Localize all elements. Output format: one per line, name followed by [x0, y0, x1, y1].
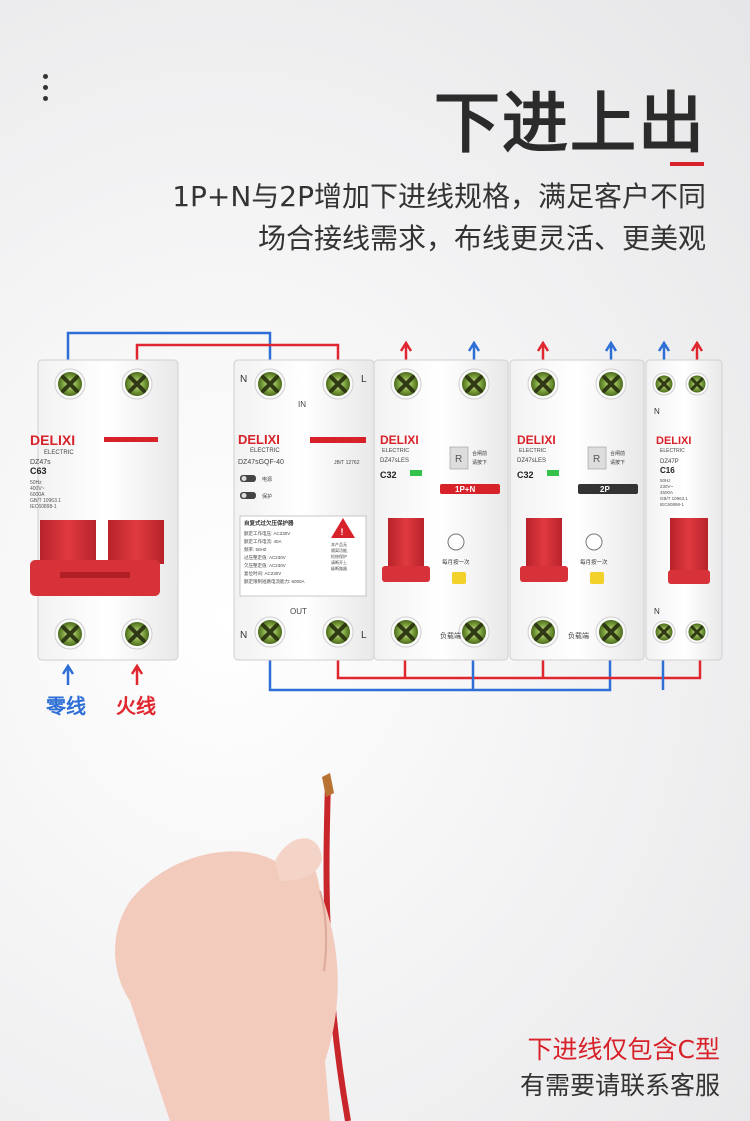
svg-text:频率: 50HZ: 频率: 50HZ — [244, 546, 267, 553]
svg-text:请断开上: 请断开上 — [331, 559, 347, 565]
svg-text:DZ47sGQF-40: DZ47sGQF-40 — [238, 459, 284, 466]
svg-text:负载端: 负载端 — [440, 631, 461, 640]
wire-red-bottom — [336, 648, 702, 680]
svg-text:级断路器: 级断路器 — [331, 565, 347, 571]
svg-text:DZ47P: DZ47P — [660, 459, 679, 465]
svg-text:C63: C63 — [30, 466, 47, 476]
svg-text:ELECTRIC: ELECTRIC — [250, 448, 280, 454]
breaker-dz47sles-1p-n: DELIXI ELECTRIC R 合闸前 请按下 DZ47sLES C32 1… — [373, 359, 509, 661]
svg-text:ELECTRIC: ELECTRIC — [44, 450, 74, 456]
svg-text:额定限制短路电流能力: 6000A: 额定限制短路电流能力: 6000A — [244, 578, 305, 585]
svg-text:50Hz: 50Hz — [30, 480, 42, 486]
svg-text:DZ47sLES: DZ47sLES — [517, 458, 546, 464]
description: 1P+N与2P增加下进线规格，满足客户不同 场合接线需求，布线更灵活、更美观 — [172, 176, 706, 260]
svg-text:请按下: 请按下 — [472, 459, 487, 466]
note-line-2: 有需要请联系客服 — [519, 1071, 720, 1100]
live-wire-label: 火线 — [116, 694, 156, 718]
svg-text:DZ47s: DZ47s — [30, 459, 51, 466]
svg-text:50Hz: 50Hz — [660, 478, 671, 483]
svg-text:GB/T 10963.1: GB/T 10963.1 — [30, 498, 61, 504]
breaker-dz47sles-2p: DELIXI ELECTRIC R 合闸前 请按下 DZ47sLES C32 2… — [509, 359, 645, 661]
description-line-2: 场合接线需求，布线更灵活、更美观 — [257, 222, 706, 255]
svg-text:2P: 2P — [600, 485, 610, 494]
hand-holding-wire-photo — [115, 773, 351, 1121]
svg-text:ELECTRIC: ELECTRIC — [660, 448, 685, 454]
svg-text:IN: IN — [298, 400, 306, 409]
neutral-wire-label: 零线 — [46, 694, 86, 718]
svg-text:230V~: 230V~ — [660, 484, 674, 489]
svg-text:合闸前: 合闸前 — [610, 450, 625, 457]
page-title: 下进上出 — [434, 85, 706, 162]
svg-text:N: N — [654, 607, 660, 616]
svg-text:DZ47sLES: DZ47sLES — [380, 458, 409, 464]
svg-text:400V~: 400V~ — [30, 486, 45, 492]
svg-text:保护: 保护 — [262, 493, 272, 500]
svg-text:GB/T 10963.1: GB/T 10963.1 — [660, 496, 688, 501]
svg-text:DELIXI: DELIXI — [238, 432, 280, 447]
svg-text:复位时间: AC230V: 复位时间: AC230V — [244, 570, 281, 577]
note-line-1: 下进线仅包含C型 — [527, 1035, 720, 1064]
svg-text:请按下: 请按下 — [610, 459, 625, 466]
svg-text:DELIXI: DELIXI — [656, 435, 691, 447]
svg-text:N: N — [240, 630, 247, 641]
svg-text:每月按一次: 每月按一次 — [442, 558, 470, 566]
svg-text:每月按一次: 每月按一次 — [580, 558, 608, 566]
svg-text:L: L — [361, 630, 367, 641]
svg-text:隔离功能,: 隔离功能, — [331, 547, 348, 553]
svg-text:!: ! — [341, 527, 344, 537]
svg-text:L: L — [361, 374, 367, 385]
svg-text:ELECTRIC: ELECTRIC — [382, 448, 409, 454]
svg-text:C16: C16 — [660, 466, 675, 475]
wire-red-top — [135, 343, 340, 368]
svg-text:JB/T 12762: JB/T 12762 — [334, 460, 360, 466]
wire-blue-top — [66, 331, 272, 368]
svg-text:N: N — [654, 407, 660, 416]
svg-text:电源: 电源 — [262, 476, 272, 483]
svg-text:6000A: 6000A — [30, 492, 45, 498]
svg-text:欠压整定值: AC230V: 欠压整定值: AC230V — [244, 562, 286, 569]
description-line-1: 1P+N与2P增加下进线规格，满足客户不同 — [172, 180, 706, 213]
svg-text:R: R — [455, 454, 462, 465]
svg-text:IEC60898-1: IEC60898-1 — [660, 502, 685, 507]
svg-text:R: R — [593, 454, 600, 465]
svg-text:自复式过欠压保护器: 自复式过欠压保护器 — [244, 519, 294, 527]
svg-text:DELIXI: DELIXI — [517, 433, 556, 447]
svg-text:4500A: 4500A — [660, 490, 673, 495]
svg-text:IEC60898-1: IEC60898-1 — [30, 504, 57, 510]
wire-blue-bottom — [268, 648, 612, 692]
svg-text:C32: C32 — [380, 470, 397, 480]
breaker-dz47p-c16: N N DELIXI ELECTRIC DZ47P C16 50Hz 230V~… — [645, 359, 723, 661]
svg-text:过压整定值: AC230V: 过压整定值: AC230V — [244, 554, 286, 561]
arrow-up-icons — [61, 340, 704, 685]
svg-text:检修保护: 检修保护 — [331, 553, 347, 559]
svg-text:合闸前: 合闸前 — [472, 450, 487, 457]
footer-note: 下进线仅包含C型 有需要请联系客服 — [520, 1032, 720, 1104]
breaker-dz47s-c63: DELIXI ELECTRIC DZ47s C63 50Hz 400V~ 600… — [30, 359, 179, 661]
breaker-dz47sgqf-40: N L IN DELIXI ELECTRIC DZ47sGQF-40 JB/T … — [233, 359, 375, 661]
svg-text:1P+N: 1P+N — [455, 485, 475, 494]
svg-text:DELIXI: DELIXI — [380, 433, 419, 447]
svg-text:DELIXI: DELIXI — [30, 432, 75, 448]
svg-text:本产品无: 本产品无 — [331, 541, 347, 547]
svg-text:ELECTRIC: ELECTRIC — [519, 448, 546, 454]
more-options-icon[interactable] — [40, 74, 50, 108]
svg-text:N: N — [240, 374, 247, 385]
breaker-wiring-diagram: DELIXI ELECTRIC DZ47s C63 50Hz 400V~ 600… — [30, 331, 723, 692]
title-accent-bar — [670, 162, 704, 166]
svg-text:额定工作电压: AC230V: 额定工作电压: AC230V — [244, 530, 290, 537]
svg-text:负载端: 负载端 — [568, 631, 589, 640]
svg-text:C32: C32 — [517, 470, 534, 480]
svg-text:额定工作电流: 40A: 额定工作电流: 40A — [244, 538, 282, 545]
svg-text:OUT: OUT — [290, 607, 307, 616]
